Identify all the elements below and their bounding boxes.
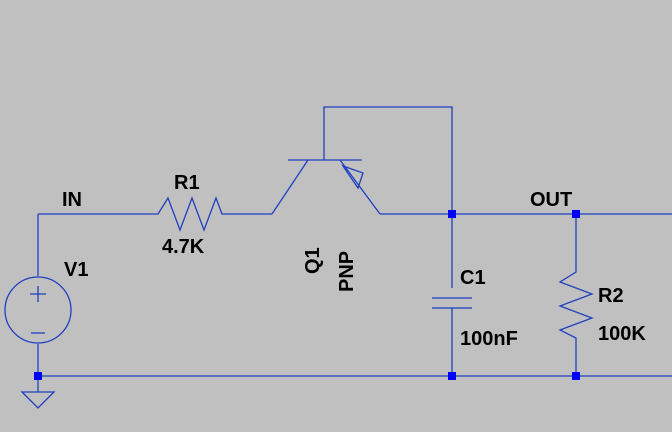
- capacitor-c1[interactable]: [432, 297, 472, 309]
- resistor-r2[interactable]: [558, 264, 594, 344]
- ground-icon: [20, 391, 56, 409]
- junction-dot: [572, 210, 580, 218]
- junctions: [34, 210, 580, 380]
- q1-emitter-arrow: [341, 164, 364, 190]
- junction-dot: [448, 210, 456, 218]
- junction-dot: [572, 372, 580, 380]
- v1-body: [4, 276, 72, 344]
- v1-plus-symbol: [30, 286, 46, 302]
- q1-emitter-leg: [339, 159, 381, 215]
- resistor-r1[interactable]: [150, 196, 228, 232]
- net-label-in: IN: [62, 189, 82, 211]
- q1-type-label: PNP: [336, 251, 358, 292]
- wires: [37, 106, 672, 392]
- junction-dot: [448, 372, 456, 380]
- transistor-q1[interactable]: [271, 159, 381, 215]
- junction-dot: [34, 372, 42, 380]
- r2-ref-label: R2: [598, 285, 624, 307]
- voltage-source-v1[interactable]: [4, 276, 72, 344]
- r1-value-label: 4.7K: [162, 236, 205, 258]
- wire-q1-base-loop: [323, 106, 453, 214]
- v1-ref-label: V1: [64, 259, 88, 281]
- c1-ref-label: C1: [460, 267, 486, 289]
- net-label-out: OUT: [530, 189, 572, 211]
- q1-ref-label: Q1: [302, 247, 324, 274]
- c1-value-label: 100nF: [460, 328, 518, 350]
- r1-ref-label: R1: [174, 172, 200, 194]
- q1-collector-leg: [271, 159, 309, 215]
- r2-value-label: 100K: [598, 323, 646, 345]
